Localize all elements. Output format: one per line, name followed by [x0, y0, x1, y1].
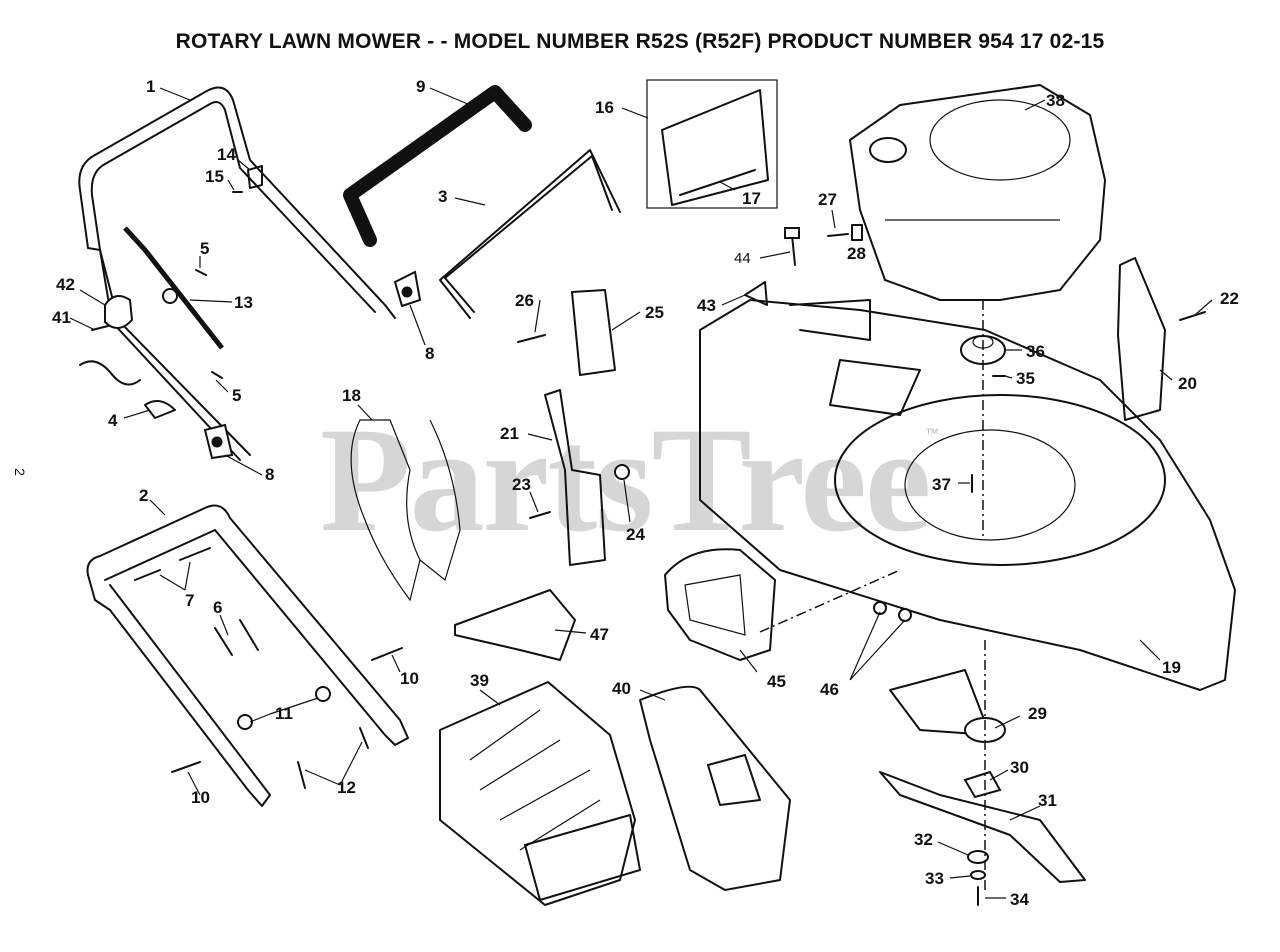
adjuster-hardware	[529, 464, 630, 519]
callout-40: 40	[612, 679, 631, 698]
callout-29: 29	[1028, 704, 1047, 723]
callout-42: 42	[56, 275, 75, 294]
callout-18: 18	[342, 386, 361, 405]
cable-bracket	[232, 165, 263, 193]
throttle-screw	[827, 233, 849, 237]
callout-2: 2	[139, 486, 148, 505]
diagram-title: ROTARY LAWN MOWER - - MODEL NUMBER R52S …	[175, 30, 1105, 53]
height-adjuster-front	[544, 389, 606, 566]
callout-15: 15	[205, 167, 224, 186]
callout-19: 19	[1162, 658, 1181, 677]
callout-14: 14	[217, 145, 236, 164]
callout-4: 4	[108, 411, 118, 430]
blade-washer	[967, 850, 989, 864]
callout-30: 30	[1010, 758, 1029, 777]
callout-31: 31	[1038, 791, 1057, 810]
leader-lines	[69, 87, 1213, 899]
blade-adapter	[889, 669, 1006, 743]
callout-25: 25	[645, 303, 664, 322]
mulch-plug	[350, 419, 461, 602]
callout-44: 44	[734, 250, 751, 267]
callout-39: 39	[470, 671, 489, 690]
mower-deck	[699, 299, 1236, 691]
front-guard	[664, 548, 776, 661]
deflector-inset	[646, 79, 778, 209]
callout-38: 38	[1046, 91, 1065, 110]
engine-bolt	[784, 227, 800, 266]
callout-13: 13	[234, 293, 253, 312]
callout-11: 11	[275, 704, 293, 723]
callout-35: 35	[1016, 369, 1035, 388]
guard-nuts	[873, 601, 912, 622]
callout-12: 12	[337, 778, 356, 797]
rear-flap-bracket	[517, 289, 616, 376]
callout-37: 37	[932, 475, 951, 494]
callout-46: 46	[820, 680, 839, 699]
callout-9: 9	[416, 77, 425, 96]
callout-22: 22	[1220, 289, 1239, 308]
throttle-control	[79, 295, 176, 419]
callout-34: 34	[1010, 890, 1029, 909]
throttle-bracket	[851, 224, 863, 241]
callout-33: 33	[925, 869, 944, 888]
adjuster-screws	[1179, 311, 1206, 321]
callout-28: 28	[847, 244, 866, 263]
callout-10b: 10	[191, 788, 210, 807]
blade	[879, 771, 1086, 883]
trademark-mark: ™	[925, 425, 939, 441]
callout-6: 6	[213, 598, 222, 617]
callout-43: 43	[697, 296, 716, 315]
callout-5a: 5	[200, 239, 209, 258]
callout-8b: 8	[265, 465, 274, 484]
callout-17: 17	[742, 189, 761, 208]
callout-8a: 8	[425, 344, 434, 363]
callout-47: 47	[590, 625, 609, 644]
callout-20: 20	[1178, 374, 1197, 393]
lower-handle	[86, 504, 409, 807]
callout-41: 41	[52, 308, 71, 327]
callout-45: 45	[767, 672, 786, 691]
callout-32: 32	[914, 830, 933, 849]
warning-label	[744, 281, 768, 306]
callout-26: 26	[515, 291, 534, 310]
cable-clips	[195, 269, 223, 379]
callout-labels: 1 2 3 4 5 5 6 7 8 8 9 10 10 11 12 13 14 …	[52, 77, 1239, 909]
engine	[849, 84, 1106, 301]
grass-bag-frame	[639, 685, 791, 891]
callout-24: 24	[626, 525, 645, 544]
watermark: PartsTree	[320, 397, 931, 563]
height-adjuster-rear	[1117, 257, 1166, 421]
side-discharge-chute	[454, 589, 576, 661]
lock-washer	[970, 870, 986, 880]
callout-1: 1	[146, 77, 155, 96]
callout-10a: 10	[400, 669, 419, 688]
control-cable	[123, 226, 224, 350]
callout-21: 21	[500, 424, 519, 443]
callout-16: 16	[595, 98, 614, 117]
callout-5b: 5	[232, 386, 241, 405]
blade-support	[963, 770, 1002, 799]
callout-23: 23	[512, 475, 531, 494]
callout-27: 27	[818, 190, 837, 209]
callout-3: 3	[438, 187, 447, 206]
handle-knob-upper	[393, 270, 422, 308]
bail-wire	[439, 149, 621, 319]
handle-knob-lower	[203, 423, 234, 460]
guard-centerline	[759, 569, 901, 633]
handle-grip	[343, 85, 532, 247]
callout-36: 36	[1026, 342, 1045, 361]
handle-bolts	[134, 547, 403, 789]
grass-bag	[439, 681, 641, 906]
callout-7: 7	[185, 591, 194, 610]
